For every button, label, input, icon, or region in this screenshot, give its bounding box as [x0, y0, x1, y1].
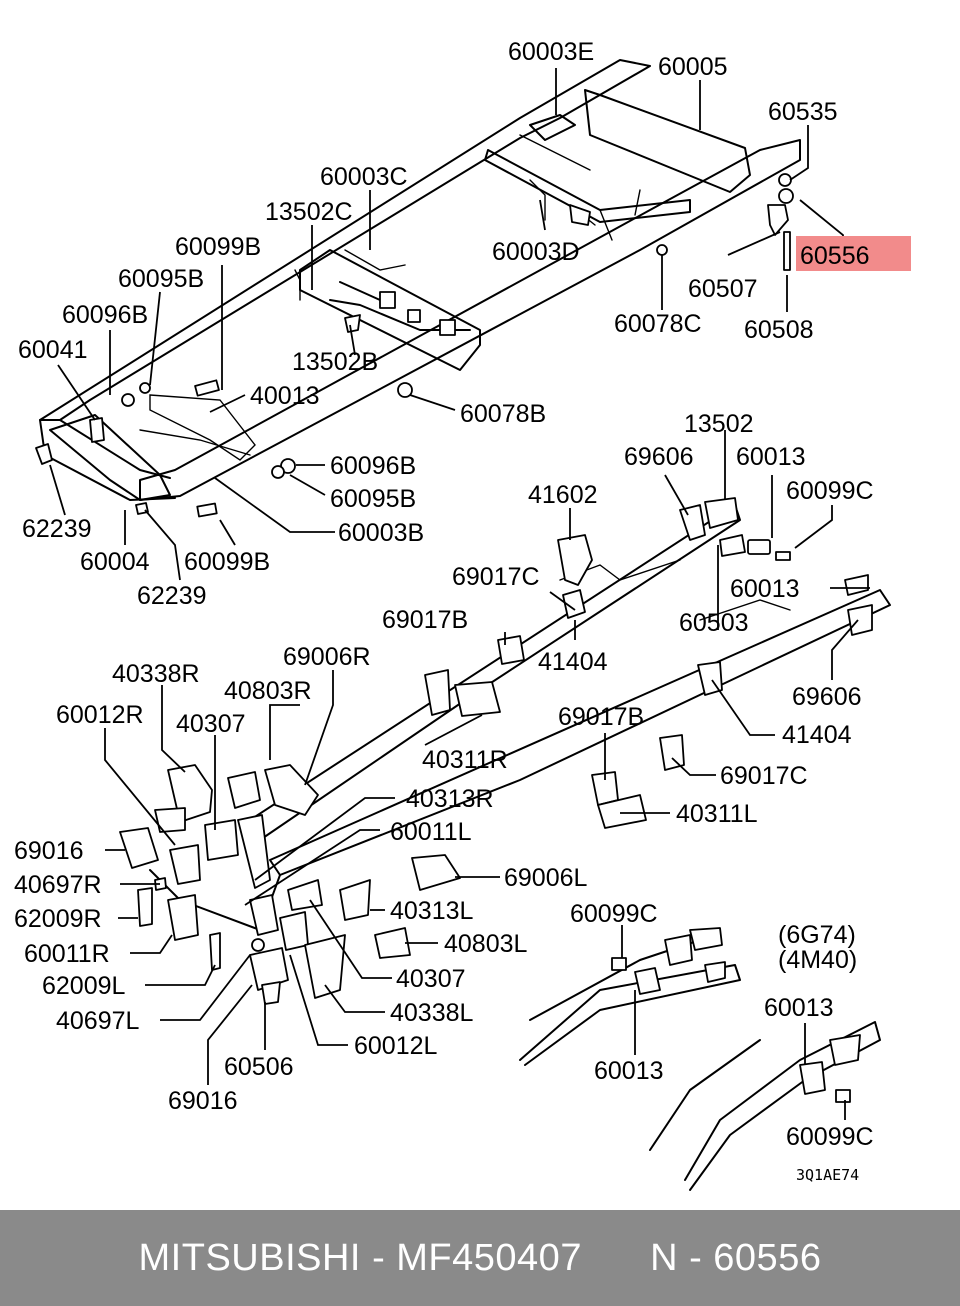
drawing-code: 3Q1AE74: [796, 1166, 859, 1184]
label-69006L[interactable]: 69006L: [504, 864, 588, 892]
label-60013[interactable]: 60013: [730, 575, 800, 603]
label-40803L[interactable]: 40803L: [444, 930, 528, 958]
label-69016[interactable]: 69016: [168, 1087, 238, 1115]
part-number: MF450407: [396, 1236, 582, 1279]
label-60095B[interactable]: 60095B: [330, 485, 416, 513]
label-60005[interactable]: 60005: [658, 53, 728, 81]
label-60003B[interactable]: 60003B: [338, 519, 424, 547]
label-40013[interactable]: 40013: [250, 382, 320, 410]
label-60096B[interactable]: 60096B: [330, 452, 416, 480]
label-40697R[interactable]: 40697R: [14, 871, 102, 899]
label-41404[interactable]: 41404: [782, 721, 852, 749]
label-69006R[interactable]: 69006R: [283, 643, 371, 671]
label-60099C[interactable]: 60099C: [570, 900, 658, 928]
label-40311R[interactable]: 40311R: [422, 746, 508, 774]
label-60507[interactable]: 60507: [688, 275, 758, 303]
label-60003E[interactable]: 60003E: [508, 38, 594, 66]
label-60003C[interactable]: 60003C: [320, 163, 408, 191]
label-60095B[interactable]: 60095B: [118, 265, 204, 293]
part-labels: 60003E 60005 60535 60003C 13502C 60099B …: [14, 38, 874, 1184]
footer-bar: MITSUBISHI - MF450407 N - 60556: [0, 1210, 960, 1306]
label-60012L[interactable]: 60012L: [354, 1032, 438, 1060]
upper-hardware: [35, 173, 794, 518]
label-69017B[interactable]: 69017B: [558, 703, 644, 731]
label-13502B[interactable]: 13502B: [292, 348, 378, 376]
leader-lines: [49, 68, 870, 1120]
label-41602[interactable]: 41602: [528, 481, 598, 509]
label-40338L[interactable]: 40338L: [390, 999, 474, 1027]
label-60099B[interactable]: 60099B: [175, 233, 261, 261]
label-60556[interactable]: 60556: [800, 242, 870, 270]
label-60535[interactable]: 60535: [768, 98, 838, 126]
label-69017C[interactable]: 69017C: [720, 762, 808, 790]
label-62239[interactable]: 62239: [137, 582, 207, 610]
label-60013[interactable]: 60013: [594, 1057, 664, 1085]
label-40311L[interactable]: 40311L: [676, 800, 758, 828]
parts-diagram: 60003E 60005 60535 60003C 13502C 60099B …: [14, 38, 911, 1191]
footer-text: MITSUBISHI - MF450407 N - 60556: [138, 1236, 822, 1279]
label-69017C[interactable]: 69017C: [452, 563, 540, 591]
label-60503[interactable]: 60503: [679, 609, 749, 637]
reference-number: N - 60556: [650, 1236, 822, 1279]
engine-code-6g74: (6G74): [778, 921, 856, 949]
label-62239[interactable]: 62239: [22, 515, 92, 543]
lower-detail-frames: [519, 927, 881, 1191]
label-41404[interactable]: 41404: [538, 648, 608, 676]
label-60011R[interactable]: 60011R: [24, 940, 110, 968]
label-60506[interactable]: 60506: [224, 1053, 294, 1081]
label-69606[interactable]: 69606: [792, 683, 862, 711]
middle-hardware: [119, 497, 873, 1005]
label-62009R[interactable]: 62009R: [14, 905, 102, 933]
label-69016[interactable]: 69016: [14, 837, 84, 865]
label-69606[interactable]: 69606: [624, 443, 694, 471]
label-60013[interactable]: 60013: [764, 994, 834, 1022]
label-40803R[interactable]: 40803R: [224, 677, 312, 705]
label-13502[interactable]: 13502: [684, 410, 754, 438]
label-60078C[interactable]: 60078C: [614, 310, 702, 338]
label-60003D[interactable]: 60003D: [492, 238, 580, 266]
label-40338R[interactable]: 40338R: [112, 660, 200, 688]
label-40697L[interactable]: 40697L: [56, 1007, 140, 1035]
engine-code-4m40: (4M40): [778, 946, 857, 974]
highlight-box: [796, 236, 911, 271]
label-60099B[interactable]: 60099B: [184, 548, 270, 576]
label-60099C[interactable]: 60099C: [786, 477, 874, 505]
label-40313R[interactable]: 40313R: [406, 785, 494, 813]
label-60012R[interactable]: 60012R: [56, 701, 144, 729]
label-40307[interactable]: 40307: [176, 710, 246, 738]
label-60078B[interactable]: 60078B: [460, 400, 546, 428]
label-60041[interactable]: 60041: [18, 336, 88, 364]
label-40313L[interactable]: 40313L: [390, 897, 474, 925]
label-62009L[interactable]: 62009L: [42, 972, 126, 1000]
label-69017B[interactable]: 69017B: [382, 606, 468, 634]
label-60004[interactable]: 60004: [80, 548, 150, 576]
label-13502C[interactable]: 13502C: [265, 198, 353, 226]
label-60508[interactable]: 60508: [744, 316, 814, 344]
label-60096B[interactable]: 60096B: [62, 301, 148, 329]
brand-name: MITSUBISHI: [138, 1236, 361, 1279]
label-60099C[interactable]: 60099C: [786, 1123, 874, 1151]
label-60013[interactable]: 60013: [736, 443, 806, 471]
label-40307[interactable]: 40307: [396, 965, 466, 993]
label-60011L[interactable]: 60011L: [390, 818, 472, 846]
